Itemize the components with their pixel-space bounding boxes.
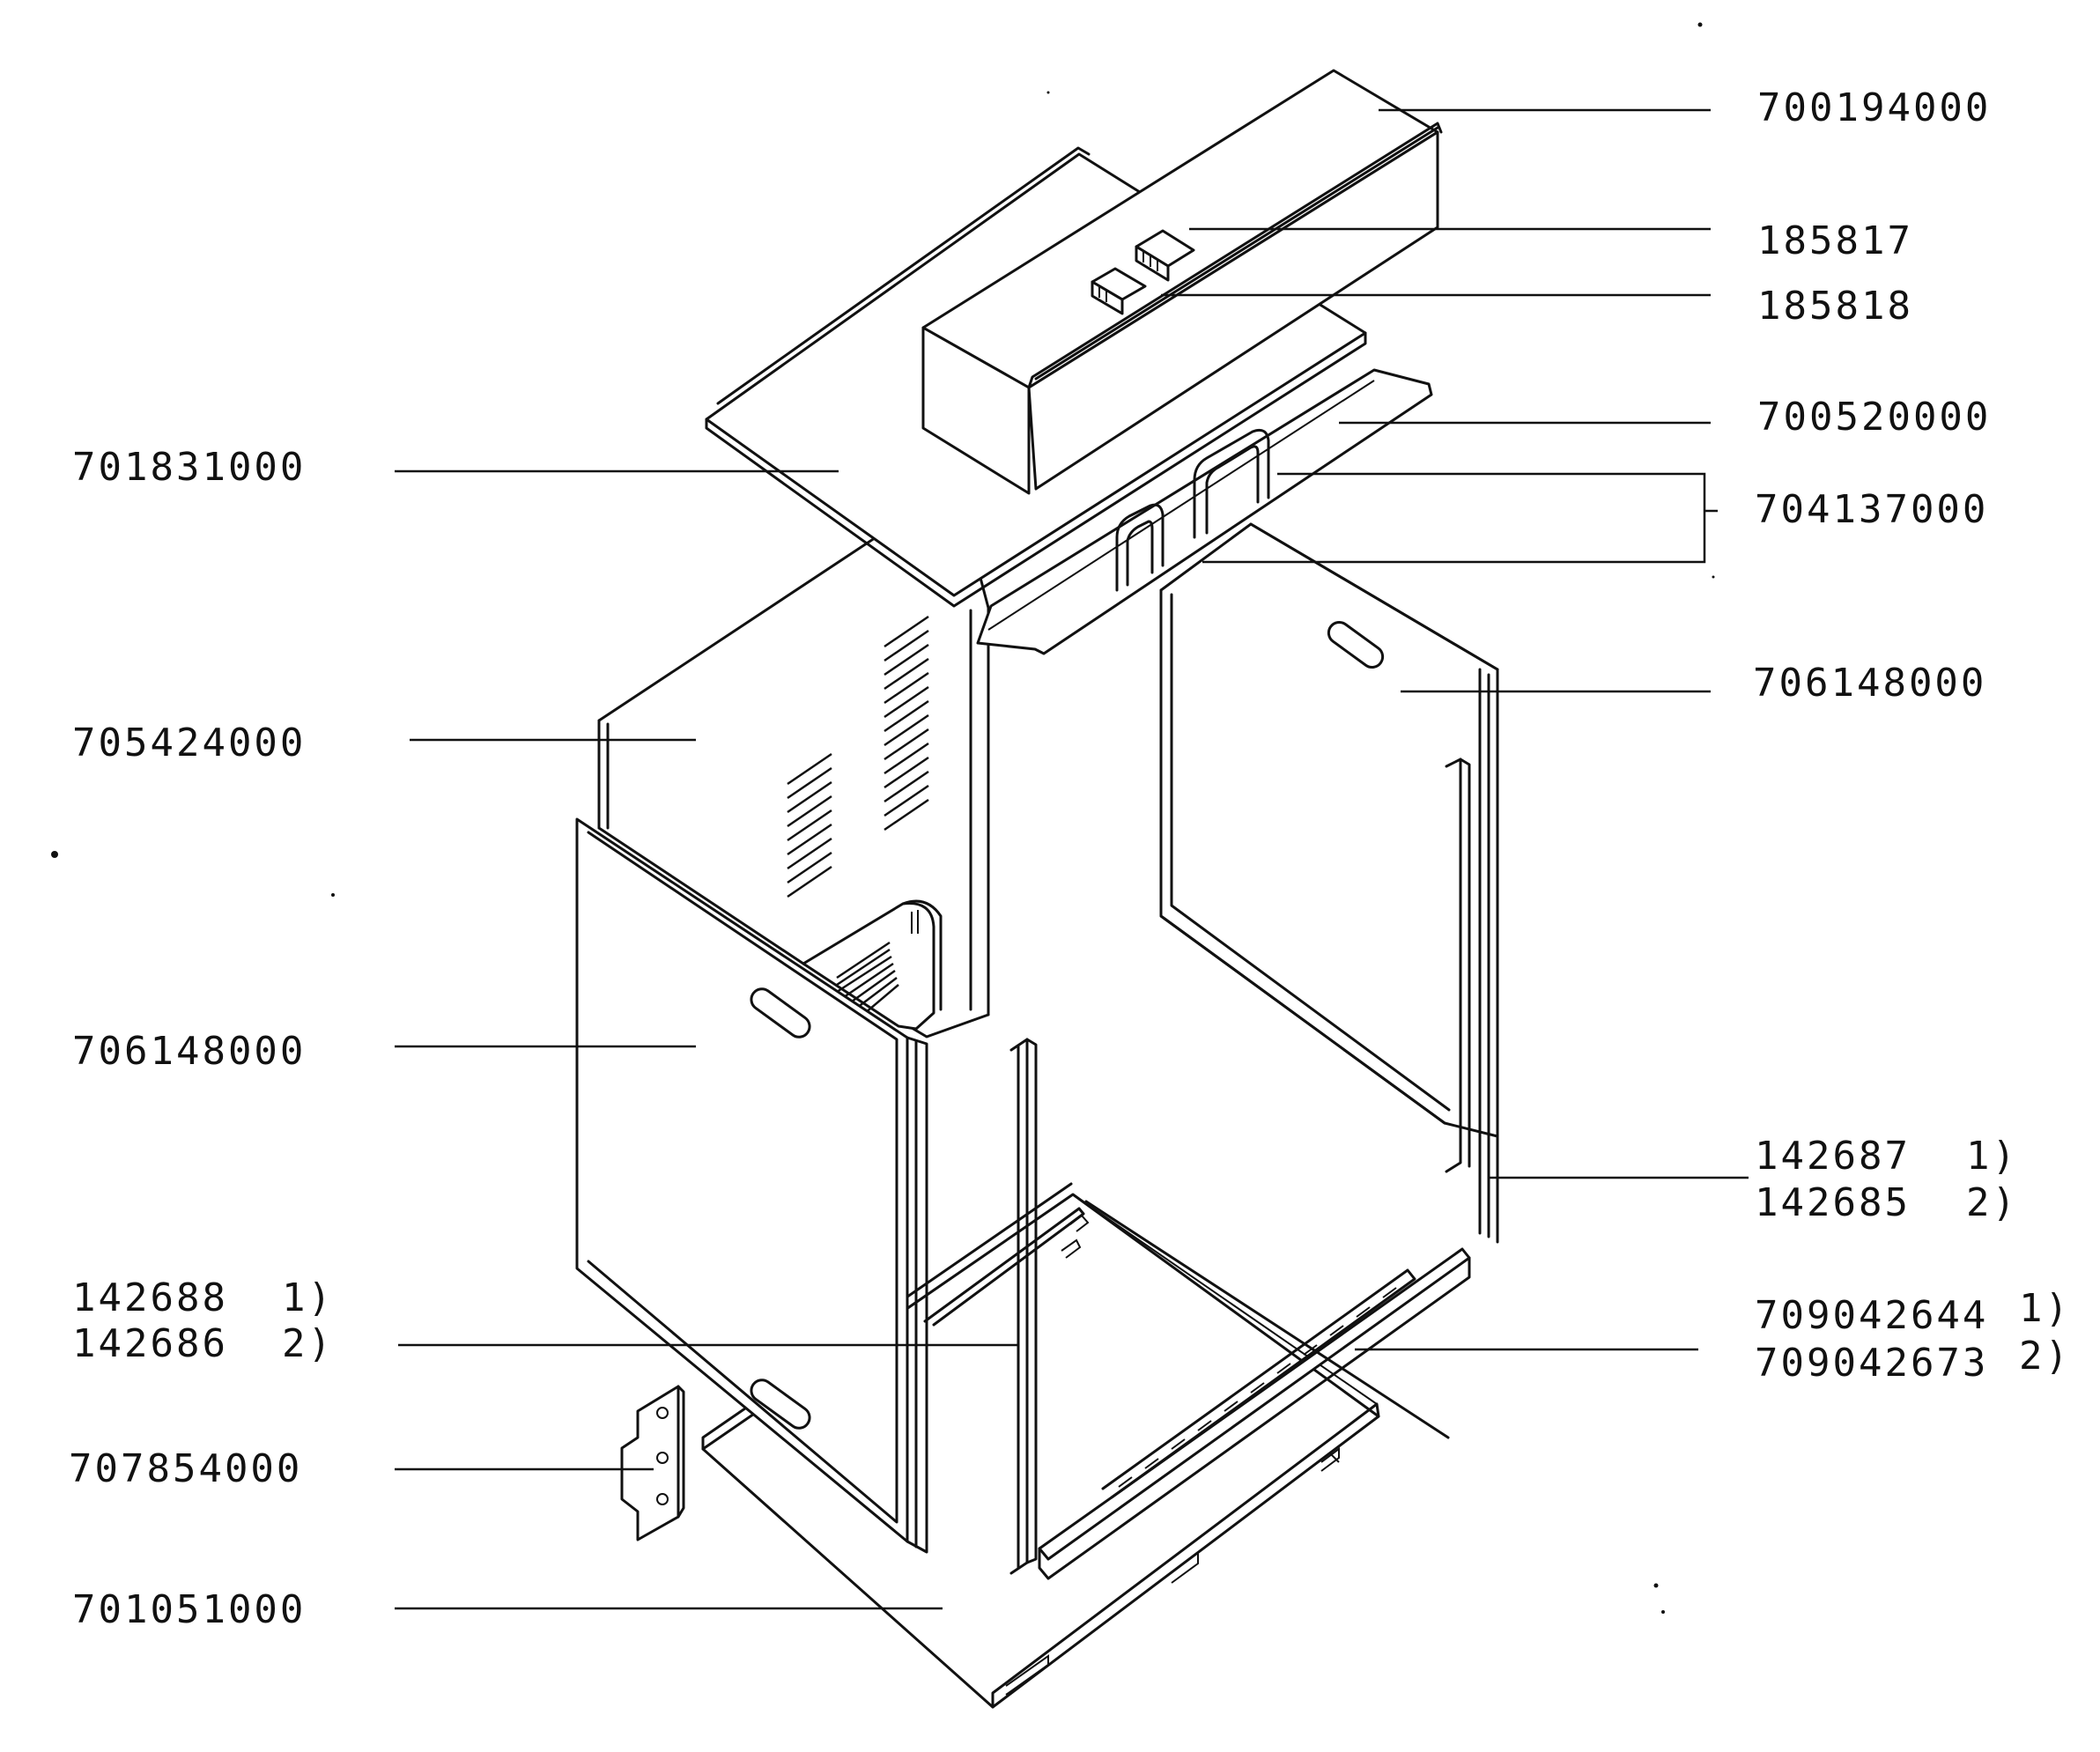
terminal-blocks	[1091, 229, 1195, 315]
note-142686: 2)	[282, 1321, 334, 1366]
top-cover	[921, 69, 1443, 495]
note-142687: 1)	[1966, 1134, 2018, 1179]
label-709042673: 709042673	[1755, 1341, 1988, 1386]
leader-lines	[395, 108, 1749, 1610]
label-701051000: 701051000	[72, 1587, 306, 1632]
note-142685: 2)	[1966, 1180, 2018, 1225]
right-side-panel	[1159, 522, 1499, 1244]
label-142686: 142686	[72, 1321, 228, 1366]
label-142687: 142687	[1755, 1134, 1911, 1179]
bottom-rail	[1038, 1247, 1471, 1580]
handles	[1115, 428, 1270, 592]
label-704137000: 704137000	[1755, 487, 1988, 532]
note-709042644: 1)	[2019, 1286, 2071, 1331]
base-frame	[923, 1200, 1450, 1439]
base-plate	[701, 1182, 1380, 1709]
back-panel	[597, 483, 990, 1039]
top-plate	[976, 368, 1433, 655]
label-706148000-left: 706148000	[72, 1029, 306, 1074]
label-142685: 142685	[1755, 1180, 1911, 1225]
note-142688: 1)	[282, 1275, 334, 1320]
part-labels: 700194000 185817 185818 700520000 701831…	[69, 85, 2071, 1632]
label-701831000: 701831000	[72, 445, 306, 490]
label-185817: 185817	[1757, 218, 1913, 263]
label-700520000: 700520000	[1757, 395, 1991, 440]
left-side-panel	[575, 817, 928, 1554]
left-vertical-rail	[1009, 1038, 1038, 1575]
label-185818: 185818	[1757, 284, 1913, 329]
label-700194000: 700194000	[1757, 85, 1991, 130]
scan-specks	[51, 22, 1715, 1614]
label-709042644: 709042644	[1755, 1293, 1988, 1338]
label-705424000: 705424000	[72, 721, 306, 765]
label-707854000: 707854000	[69, 1446, 302, 1491]
label-706148000-right: 706148000	[1753, 661, 1986, 706]
note-709042673: 2)	[2019, 1334, 2071, 1379]
bracket	[620, 1385, 685, 1541]
label-142688: 142688	[72, 1275, 228, 1320]
